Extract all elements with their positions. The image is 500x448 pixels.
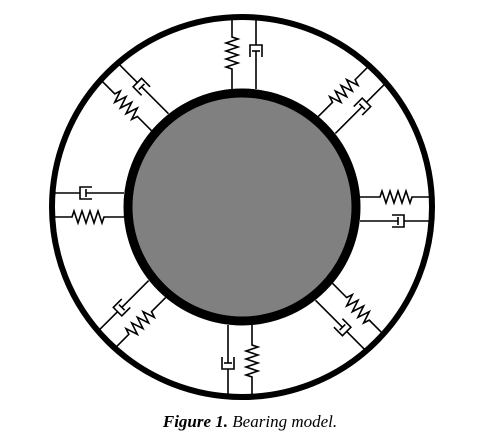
connector-top-left	[102, 64, 170, 132]
spring	[243, 325, 261, 394]
damper	[119, 64, 170, 115]
outer-ring	[49, 14, 435, 400]
spring	[102, 81, 153, 132]
caption-label: Figure 1.	[162, 412, 229, 431]
connector-bottom	[221, 325, 261, 394]
damper	[360, 214, 429, 228]
spring	[317, 67, 368, 118]
spring	[223, 20, 241, 89]
damper	[221, 325, 235, 394]
connector-bottom-right	[314, 282, 382, 350]
connector-left	[55, 186, 124, 226]
spring-damper-connectors	[55, 20, 429, 394]
spring	[55, 208, 124, 226]
figure-caption: Figure 1. Bearing model.	[0, 412, 500, 432]
damper	[99, 279, 150, 330]
damper	[249, 20, 263, 89]
connector-top-right	[317, 67, 385, 135]
caption-text: Bearing model.	[228, 412, 338, 431]
spring	[360, 188, 429, 206]
connector-top	[223, 20, 263, 89]
damper	[314, 299, 365, 350]
spring	[116, 296, 167, 347]
damper	[334, 84, 385, 135]
spring	[331, 282, 382, 333]
connector-bottom-left	[99, 279, 167, 347]
shaft	[123, 88, 361, 326]
bearing-model-diagram	[49, 14, 435, 400]
connector-right	[360, 188, 429, 228]
damper	[55, 186, 124, 200]
